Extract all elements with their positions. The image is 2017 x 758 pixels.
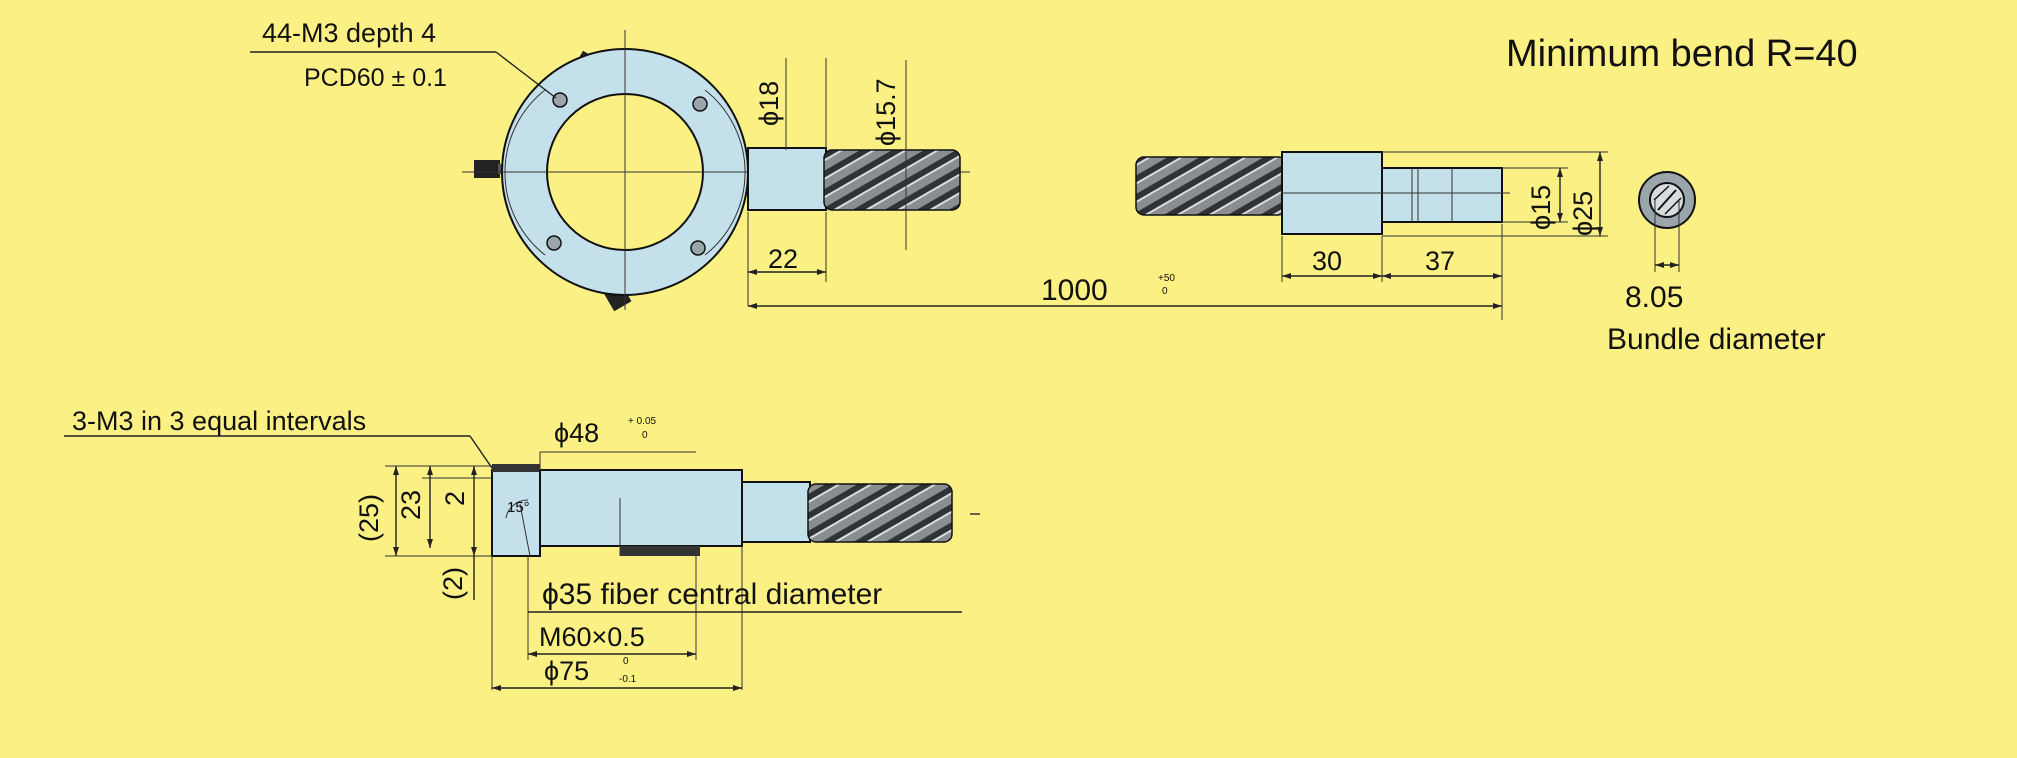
min-bend-note: Minimum bend R=40 [1506, 33, 1858, 75]
dim-1000-tol-upper: +50 [1158, 273, 1175, 284]
ferrule-assembly [1281, 151, 1503, 235]
ring-light-front-view [462, 30, 970, 312]
dim-phi-15: ϕ15 [1526, 185, 1556, 230]
fiber-tube-segment [807, 483, 953, 543]
dim-22: 22 [768, 244, 798, 274]
dim-30: 30 [1312, 246, 1342, 276]
dim-h-25: (25) [354, 494, 384, 542]
mounting-hole [546, 235, 562, 251]
mounting-hole [692, 96, 708, 112]
dim-1000: 1000 [1041, 274, 1108, 307]
dim-phi-48: ϕ48 [554, 418, 599, 448]
dim-angle-15: 15° [507, 499, 530, 516]
bundle-end-view [1638, 171, 1696, 272]
ring-sleeve [747, 147, 827, 211]
dim-phi-75-tol-upper: 0 [623, 656, 629, 667]
dim-phi-48-tol-lower: 0 [642, 430, 648, 441]
dim-phi-25: ϕ25 [1568, 191, 1598, 236]
dim-phi-18: ϕ18 [754, 81, 784, 126]
fiber-diameter-label: ϕ35 fiber central diameter [542, 578, 882, 611]
dim-h-23: 23 [396, 490, 426, 520]
dim-h-2b: (2) [438, 567, 468, 600]
bundle-label: Bundle diameter [1607, 323, 1825, 356]
thread-spec: M60×0.5 [539, 622, 645, 652]
holes-note-line2: PCD60 ± 0.1 [304, 64, 447, 92]
dim-1000-tol-lower: 0 [1162, 286, 1168, 297]
fiber-tube-segment [823, 149, 961, 211]
dim-h-2: 2 [440, 491, 470, 506]
ring-light-side-view [491, 464, 811, 557]
dim-37: 37 [1425, 246, 1455, 276]
mounting-hole [690, 240, 706, 256]
fiber-tube-segment [1135, 156, 1287, 216]
dim-phi-15-7: ϕ15.7 [871, 78, 901, 146]
mounting-hole [552, 92, 568, 108]
dim-phi-75-tol-lower: -0.1 [619, 674, 637, 685]
tapped-holes-note: 3-M3 in 3 equal intervals [72, 406, 366, 436]
dim-phi-75: ϕ75 [544, 656, 589, 686]
holes-note-line1: 44-M3 depth 4 [262, 18, 436, 48]
dim-phi-48-tol-upper: + 0.05 [628, 416, 657, 427]
bundle-value: 8.05 [1625, 281, 1683, 314]
